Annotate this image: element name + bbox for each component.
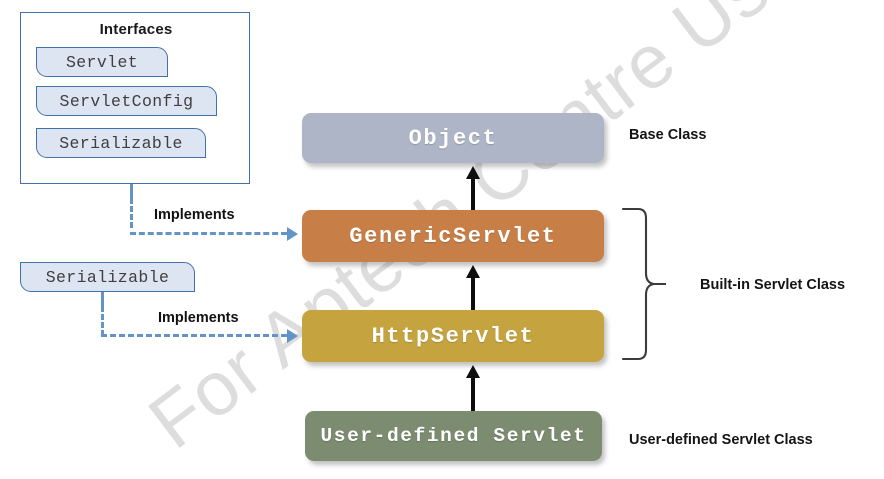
annotation-builtin-servlet-class: Built-in Servlet Class bbox=[700, 277, 846, 293]
interface-serializable[interactable]: Serializable bbox=[36, 128, 206, 158]
class-box-object[interactable]: Object bbox=[302, 113, 604, 163]
inheritance-arrow-http-to-generic bbox=[458, 265, 488, 310]
annotation-base-class: Base Class bbox=[629, 127, 707, 143]
implements-arrowhead-bottom bbox=[287, 329, 298, 343]
implements-connector-top-horizontal bbox=[130, 232, 287, 235]
standalone-interface-serializable[interactable]: Serializable bbox=[20, 262, 195, 292]
class-label-userdefined-servlet: User-defined Servlet bbox=[320, 425, 587, 447]
class-label-genericservlet: GenericServlet bbox=[349, 223, 557, 249]
inheritance-arrow-generic-to-object bbox=[458, 166, 488, 210]
standalone-interface-serializable-label: Serializable bbox=[45, 267, 170, 287]
interface-servlet-label: Servlet bbox=[65, 52, 139, 72]
implements-label-bottom: Implements bbox=[158, 310, 239, 326]
interfaces-panel-title: Interfaces bbox=[99, 21, 173, 38]
annotation-userdefined-servlet-class: User-defined Servlet Class bbox=[629, 432, 813, 448]
class-box-genericservlet[interactable]: GenericServlet bbox=[302, 210, 604, 262]
class-box-httpservlet[interactable]: HttpServlet bbox=[302, 310, 604, 362]
interface-servletconfig[interactable]: ServletConfig bbox=[36, 86, 217, 116]
class-label-object: Object bbox=[408, 125, 498, 151]
implements-connector-bottom-horizontal bbox=[101, 334, 287, 337]
implements-label-top: Implements bbox=[154, 207, 235, 223]
implements-connector-top-vertical bbox=[130, 206, 133, 228]
interface-servlet[interactable]: Servlet bbox=[36, 47, 168, 77]
class-label-httpservlet: HttpServlet bbox=[371, 323, 535, 349]
interface-serializable-label: Serializable bbox=[59, 133, 183, 153]
builtin-class-brace bbox=[621, 207, 666, 361]
interface-servletconfig-label: ServletConfig bbox=[59, 91, 194, 111]
implements-arrowhead-top bbox=[287, 227, 298, 241]
implements-connector-bottom-vertical bbox=[101, 314, 104, 336]
inheritance-arrow-userdefined-to-http bbox=[458, 365, 488, 411]
implements-connector-top-stub bbox=[130, 184, 134, 204]
implements-connector-bottom-stub bbox=[101, 292, 105, 312]
class-box-userdefined-servlet[interactable]: User-defined Servlet bbox=[305, 411, 602, 461]
